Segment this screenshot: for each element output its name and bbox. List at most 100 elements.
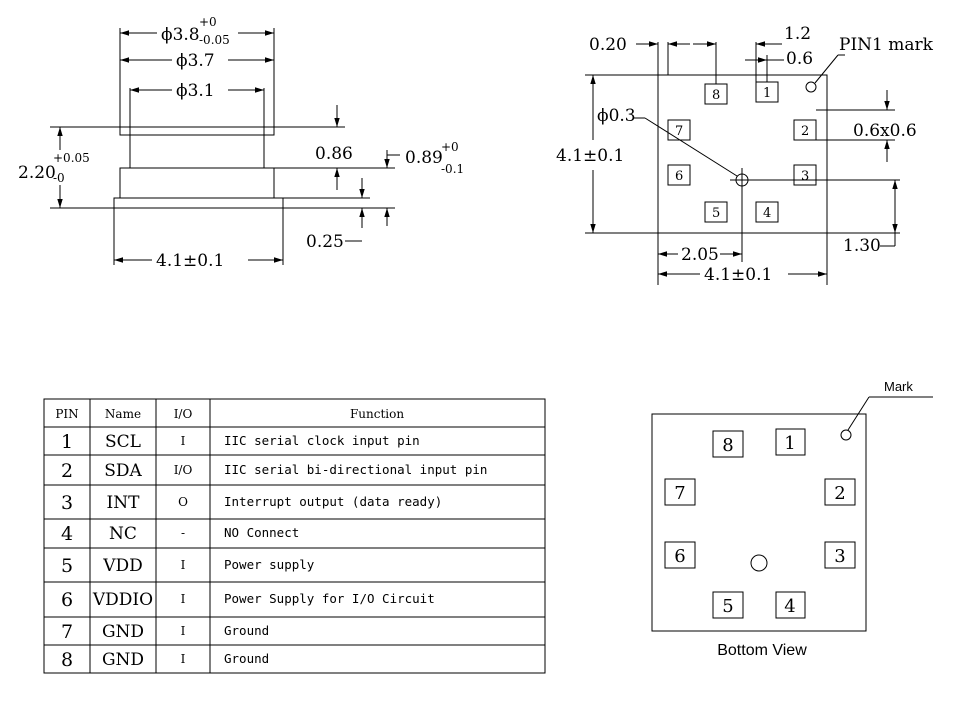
table-cell-function: NO Connect [224, 525, 299, 540]
bottom-view-caption: Bottom View [717, 642, 807, 659]
table-cell-pin: 3 [61, 492, 73, 514]
table-cell-pin: 4 [61, 523, 73, 545]
dim-0-20: 0.20 [589, 35, 627, 55]
table-cell-function: Power Supply for I/O Circuit [224, 591, 435, 606]
table-cell-function: Ground [224, 623, 269, 638]
bottom-pad-7 [664, 478, 696, 506]
bottom-pin-label-6: 6 [674, 546, 685, 567]
dim-phi-3-8-tol-bottom: -0.05 [199, 33, 230, 47]
bottom-pad-2 [824, 478, 856, 506]
top-pin-label-3: 3 [801, 169, 809, 184]
table-header-io: I/O [174, 407, 193, 421]
side-view-labels: ϕ3.8 +0 -0.05 ϕ3.7 ϕ3.1 2.20 +0.05 -0 0.… [18, 15, 464, 271]
bottom-pin-label-5: 5 [722, 596, 733, 617]
bottom-pad-6 [664, 541, 696, 569]
table-cell-function: Power supply [224, 557, 315, 572]
dim-phi-3-7: ϕ3.7 [176, 51, 215, 71]
top-pin1-mark-circle [805, 81, 817, 93]
dim-2-05: 2.05 [681, 245, 719, 265]
dim-top-width-4-1: 4.1±0.1 [704, 265, 772, 285]
top-pin-label-2: 2 [801, 124, 809, 139]
table-cell-name: VDDIO [92, 590, 153, 610]
dim-phi-3-8: ϕ3.8 [161, 25, 200, 45]
table-cell-function: Ground [224, 651, 269, 666]
bottom-pin-label-3: 3 [834, 546, 845, 567]
table-cell-io: I [181, 652, 186, 666]
table-cell-io: I [181, 434, 186, 448]
table-cell-io: O [178, 495, 188, 509]
pin1-mark-label: PIN1 mark [839, 35, 934, 55]
table-cell-pin: 7 [61, 621, 73, 643]
dim-hole-0-3: ϕ0.3 [597, 106, 636, 126]
table-cell-name: GND [102, 650, 144, 670]
bottom-pin-label-1: 1 [784, 433, 795, 454]
dim-0-86: 0.86 [315, 144, 353, 164]
top-pin-label-7: 7 [675, 124, 683, 139]
table-cell-name: SDA [104, 461, 142, 481]
table-cell-io: I [181, 592, 186, 606]
bottom-view-labels: Mark Bottom View 8 1 7 2 6 3 5 4 [674, 379, 913, 659]
table-cell-function: IIC serial clock input pin [224, 433, 420, 448]
dim-height-tol-bottom: -0 [53, 171, 65, 185]
table-cell-pin: 8 [61, 649, 73, 671]
bottom-pin-label-8: 8 [722, 435, 733, 456]
bottom-body-outline [651, 413, 867, 632]
table-cell-pin: 6 [61, 589, 73, 611]
side-view [50, 28, 400, 265]
table-cell-name: NC [109, 524, 137, 544]
dim-top-height-4-1: 4.1±0.1 [556, 146, 624, 166]
dim-phi-3-8-tol-top: +0 [199, 15, 217, 29]
table-cell-function: Interrupt output (data ready) [224, 494, 442, 509]
bottom-pin-label-2: 2 [834, 483, 845, 504]
table-cell-pin: 2 [61, 460, 73, 482]
table-cell-name: SCL [105, 432, 141, 452]
bottom-pad-1 [775, 428, 806, 456]
top-pin-label-1: 1 [763, 86, 771, 101]
table-cell-io: I/O [174, 463, 193, 477]
bottom-view [651, 396, 933, 632]
top-pin-label-5: 5 [712, 206, 720, 221]
table-header-pin: PIN [55, 407, 78, 421]
bottom-pad-3 [824, 541, 856, 569]
table-cell-io: I [181, 624, 186, 638]
table-cell-io: I [181, 558, 186, 572]
bottom-pad-8 [712, 430, 744, 458]
top-view [585, 41, 900, 285]
table-cell-function: IIC serial bi-directional input pin [224, 462, 487, 477]
side-cap-rim [119, 126, 275, 136]
top-pad-6 [667, 164, 691, 186]
bottom-mark-circle [840, 429, 852, 441]
table-cell-io: - [181, 526, 185, 540]
dim-0-89: 0.89 [405, 148, 443, 168]
table-header-function: Function [350, 407, 404, 421]
top-view-labels: 0.20 1.2 0.6 PIN1 mark ϕ0.3 0.6x0.6 4.1±… [556, 24, 934, 285]
pin-table [43, 398, 546, 674]
top-pin-label-6: 6 [675, 169, 683, 184]
dim-phi-3-1: ϕ3.1 [176, 81, 215, 101]
bottom-pad-4 [775, 591, 806, 619]
table-header-name: Name [105, 407, 141, 421]
dim-0-6: 0.6 [786, 49, 813, 69]
top-pin-label-4: 4 [763, 206, 771, 221]
table-cell-name: INT [107, 493, 141, 513]
table-cell-name: VDD [102, 556, 143, 576]
dim-0-25: 0.25 [306, 232, 344, 252]
top-pad-3 [793, 164, 817, 186]
dim-1-30: 1.30 [843, 236, 881, 256]
dim-width-4-1: 4.1±0.1 [156, 251, 224, 271]
bottom-pin-label-7: 7 [674, 483, 685, 504]
top-pad-2 [793, 119, 817, 141]
bottom-mark-label: Mark [884, 379, 913, 394]
table-cell-pin: 5 [61, 555, 73, 577]
dim-height-2-20: 2.20 [18, 163, 56, 183]
bottom-pin-label-4: 4 [784, 596, 795, 617]
dim-pad-size: 0.6x0.6 [853, 121, 917, 141]
dim-0-89-tol-bottom: -0.1 [441, 162, 464, 176]
bottom-pad-5 [712, 591, 744, 619]
dim-0-89-tol-top: +0 [441, 140, 459, 154]
bottom-center-hole [750, 554, 768, 572]
dim-height-tol-top: +0.05 [53, 151, 90, 165]
top-pad-5 [704, 201, 728, 223]
